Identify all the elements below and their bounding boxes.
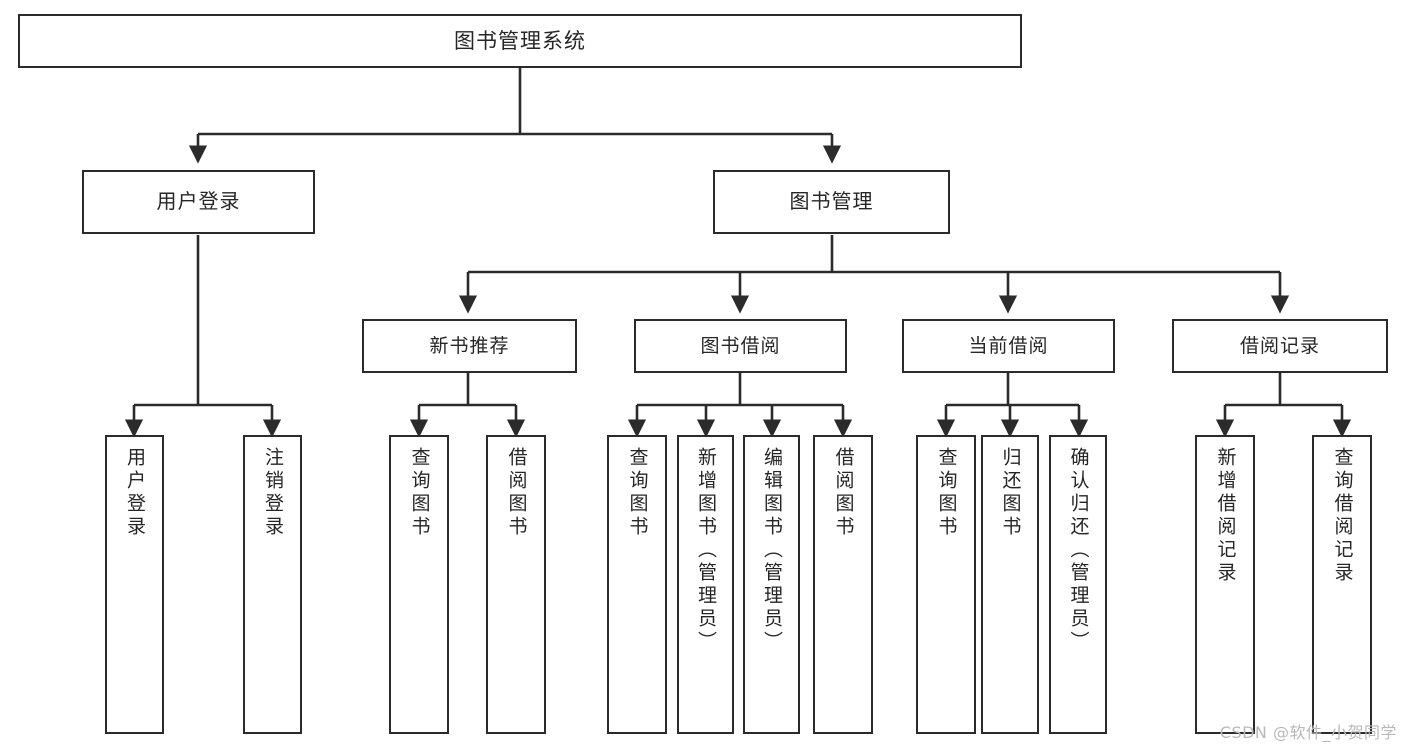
leaf-edit-book-admin-label: 编辑图书（管理员）	[761, 447, 783, 654]
leaf-confirm-return-admin[interactable]: 确认归还（管理员）	[1049, 435, 1107, 734]
node-user-login-label: 用户登录	[156, 189, 241, 214]
leaf-add-book-admin-label: 新增图书（管理员）	[695, 447, 717, 654]
leaf-add-book-admin[interactable]: 新增图书（管理员）	[677, 435, 734, 734]
leaf-edit-book-admin[interactable]: 编辑图书（管理员）	[743, 435, 800, 734]
leaf-query-book-recommend[interactable]: 查询图书	[389, 435, 449, 734]
leaf-logout[interactable]: 注销登录	[243, 435, 302, 734]
leaf-query-borrow-record[interactable]: 查询借阅记录	[1312, 435, 1372, 734]
node-borrow-record[interactable]: 借阅记录	[1172, 319, 1388, 373]
leaf-confirm-return-admin-label: 确认归还（管理员）	[1067, 447, 1090, 654]
node-root[interactable]: 图书管理系统	[18, 14, 1022, 68]
node-book-management-label: 图书管理	[789, 189, 874, 214]
leaf-logout-label: 注销登录	[262, 447, 284, 539]
watermark-text: CSDN @软件_小贺同学	[1219, 723, 1397, 742]
leaf-query-book-recommend-label: 查询图书	[408, 447, 431, 539]
leaf-add-borrow-record[interactable]: 新增借阅记录	[1195, 435, 1255, 734]
node-current-borrow[interactable]: 当前借阅	[902, 319, 1115, 373]
leaf-query-borrow-record-label: 查询借阅记录	[1331, 447, 1354, 585]
node-book-borrow[interactable]: 图书借阅	[634, 319, 847, 373]
node-current-borrow-label: 当前借阅	[968, 334, 1049, 357]
leaf-borrow-book-recommend-label: 借阅图书	[505, 447, 528, 539]
leaf-add-borrow-record-label: 新增借阅记录	[1214, 447, 1237, 585]
node-borrow-record-label: 借阅记录	[1239, 334, 1320, 357]
node-book-management[interactable]: 图书管理	[713, 170, 950, 234]
leaf-return-book[interactable]: 归还图书	[981, 435, 1039, 734]
leaf-query-book-current[interactable]: 查询图书	[916, 435, 976, 734]
leaf-borrow-book[interactable]: 借阅图书	[813, 435, 873, 734]
leaf-user-login[interactable]: 用户登录	[105, 435, 164, 734]
leaf-borrow-book-recommend[interactable]: 借阅图书	[486, 435, 546, 734]
node-new-book-recommend[interactable]: 新书推荐	[362, 319, 577, 373]
leaf-query-book-current-label: 查询图书	[935, 447, 958, 539]
leaf-return-book-label: 归还图书	[999, 447, 1022, 539]
node-root-label: 图书管理系统	[454, 28, 586, 53]
leaf-query-book-borrow[interactable]: 查询图书	[607, 435, 667, 734]
leaf-query-book-borrow-label: 查询图书	[626, 447, 649, 539]
node-book-borrow-label: 图书借阅	[700, 334, 781, 357]
leaf-borrow-book-label: 借阅图书	[832, 447, 855, 539]
leaf-user-login-label: 用户登录	[124, 447, 146, 539]
node-user-login[interactable]: 用户登录	[82, 170, 315, 234]
node-new-book-recommend-label: 新书推荐	[429, 334, 510, 357]
